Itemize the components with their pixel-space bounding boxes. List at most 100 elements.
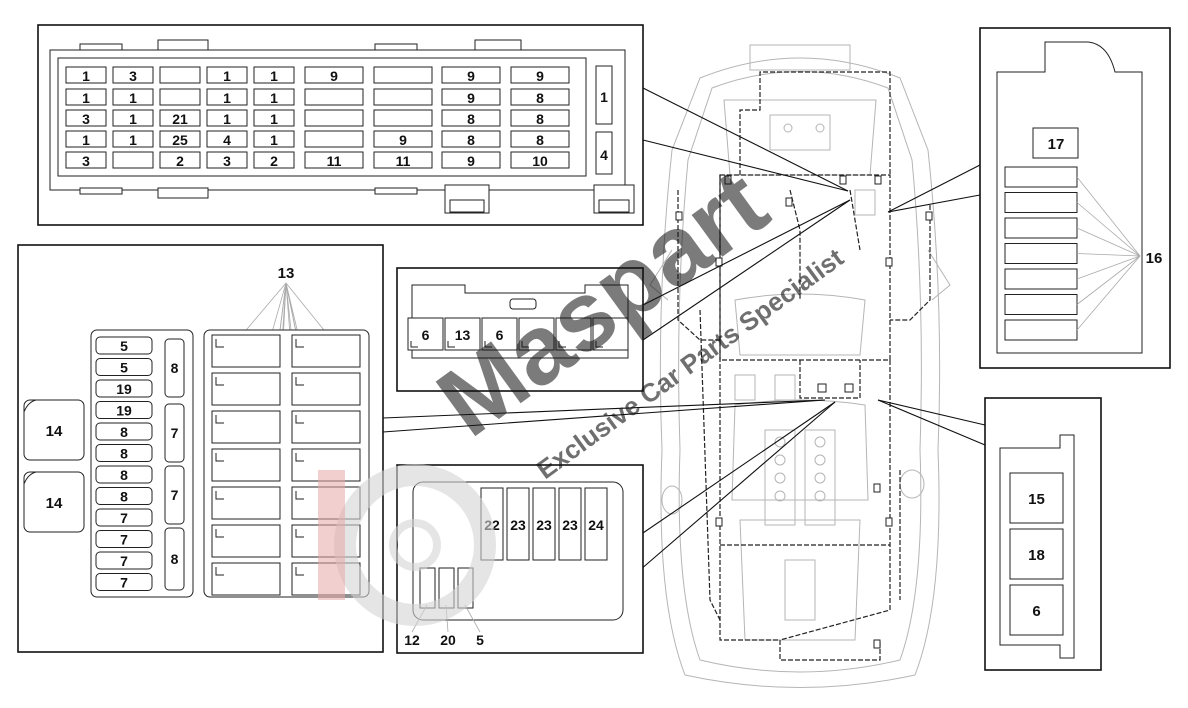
- fuse-label: 7: [171, 487, 179, 503]
- fuse-label: 8: [171, 360, 179, 376]
- fuse-slot: [95, 487, 153, 505]
- relay-slot: [211, 410, 281, 444]
- fuse-label: 3: [223, 153, 231, 169]
- fuse-label: 11: [327, 153, 342, 169]
- fuse-slot: [95, 508, 153, 527]
- fuse-label: 7: [120, 575, 128, 591]
- fuse-label: 1: [270, 132, 278, 148]
- fuse-slot: [159, 109, 201, 127]
- fuse-label: 8: [120, 489, 128, 505]
- fuse-slot: [112, 151, 154, 169]
- fuse-slot: [304, 130, 364, 148]
- fuse-slot: [95, 465, 153, 484]
- fuse-label: 23: [536, 517, 552, 533]
- fuse-label: 1: [129, 90, 137, 106]
- fuse-slot: [510, 109, 570, 127]
- fuse-slot: [510, 130, 570, 148]
- fuse-label: 8: [467, 111, 475, 127]
- fuse-slot: [373, 66, 433, 84]
- relay-cell-label: 6: [496, 327, 504, 343]
- fuse-slot: [373, 109, 433, 127]
- fuse-label: 3: [129, 68, 137, 84]
- fuse-label: 4: [223, 132, 231, 148]
- fuse-slot: [253, 151, 295, 169]
- fuse-slot: [95, 573, 153, 591]
- fuse-label: 7: [171, 425, 179, 441]
- fuse-slot: [304, 151, 364, 169]
- fuse-slot-tall: [164, 403, 185, 463]
- fuse-tall: [506, 487, 530, 561]
- big-relay-label: 14: [46, 495, 63, 512]
- fuse-slot-tall: [164, 465, 185, 525]
- fuse-slot: [95, 401, 153, 419]
- fuse-label: 8: [120, 446, 128, 462]
- side-fuse-label: 4: [600, 147, 608, 163]
- fuse-slot: [441, 66, 501, 84]
- fuse-slot: [95, 530, 153, 548]
- fuse-slot: [304, 66, 364, 84]
- fuse-slot: [206, 66, 248, 84]
- fuse-tall: [584, 487, 608, 561]
- fuse-label: 1: [223, 68, 231, 84]
- fuse-label: 1: [223, 111, 231, 127]
- relay-cell: [407, 317, 444, 351]
- fuse-label: 8: [467, 132, 475, 148]
- fuse-label: 1: [82, 68, 90, 84]
- fuse-slot: [65, 109, 107, 127]
- fuse-slot: [159, 88, 201, 106]
- fuse-label: 5: [120, 360, 128, 376]
- fuse-label: 21: [172, 111, 188, 127]
- fuse-slot: [441, 130, 501, 148]
- relay-slot: [211, 334, 281, 368]
- fuse-label: 9: [467, 153, 475, 169]
- fuse-slot: [206, 151, 248, 169]
- fuse-label: 24: [588, 517, 604, 533]
- fuse-label: 23: [510, 517, 526, 533]
- side-fuse-label: 1: [600, 89, 608, 105]
- fuse-slot: [95, 444, 153, 462]
- relay-slot: [211, 372, 281, 406]
- fuse-label: 1: [270, 68, 278, 84]
- fuse-slot: [510, 151, 570, 169]
- fuse-label: 7: [120, 553, 128, 569]
- fuse-slot: [441, 88, 501, 106]
- fuse-slot: [441, 109, 501, 127]
- fuse-label: 23: [562, 517, 578, 533]
- fuse-label: 5: [120, 338, 128, 354]
- relay-cell: [592, 317, 629, 351]
- fuse-label: 25: [172, 132, 188, 148]
- fuse-slot: [95, 422, 153, 441]
- relay-slot: [291, 334, 361, 368]
- fuse-label: 1: [270, 90, 278, 106]
- fuse-slot: [373, 151, 433, 169]
- fuse-slot: [1004, 294, 1078, 315]
- fuse-slot: [95, 336, 153, 355]
- fuse-slot: [304, 109, 364, 127]
- fuse-label: 19: [116, 403, 132, 419]
- fuse-label: 2: [176, 153, 184, 169]
- relay-cell-label: 6: [1032, 603, 1040, 620]
- fuse-tall: [558, 487, 582, 561]
- fuse-slot: [441, 151, 501, 169]
- side-fuse-2: [595, 131, 613, 175]
- fan-label-13: 13: [278, 265, 295, 282]
- fuse-slot-tall: [164, 338, 185, 398]
- fuse-label: 20: [440, 632, 456, 648]
- fuse-slot: [159, 66, 201, 84]
- fuse-label: 8: [120, 467, 128, 483]
- fuse-slot: [1004, 166, 1078, 188]
- fuse-slot: [373, 88, 433, 106]
- fuse-slot: [112, 66, 154, 84]
- fuse-label: 7: [120, 532, 128, 548]
- fuse-label: 1: [223, 90, 231, 106]
- brake-caliper-icon: [318, 470, 345, 600]
- fuse-label: 3: [82, 111, 90, 127]
- relay-cell: [1009, 472, 1064, 524]
- fuse-label: 11: [396, 153, 411, 169]
- fuse-label: 12: [404, 632, 420, 648]
- fuse-slot: [112, 109, 154, 127]
